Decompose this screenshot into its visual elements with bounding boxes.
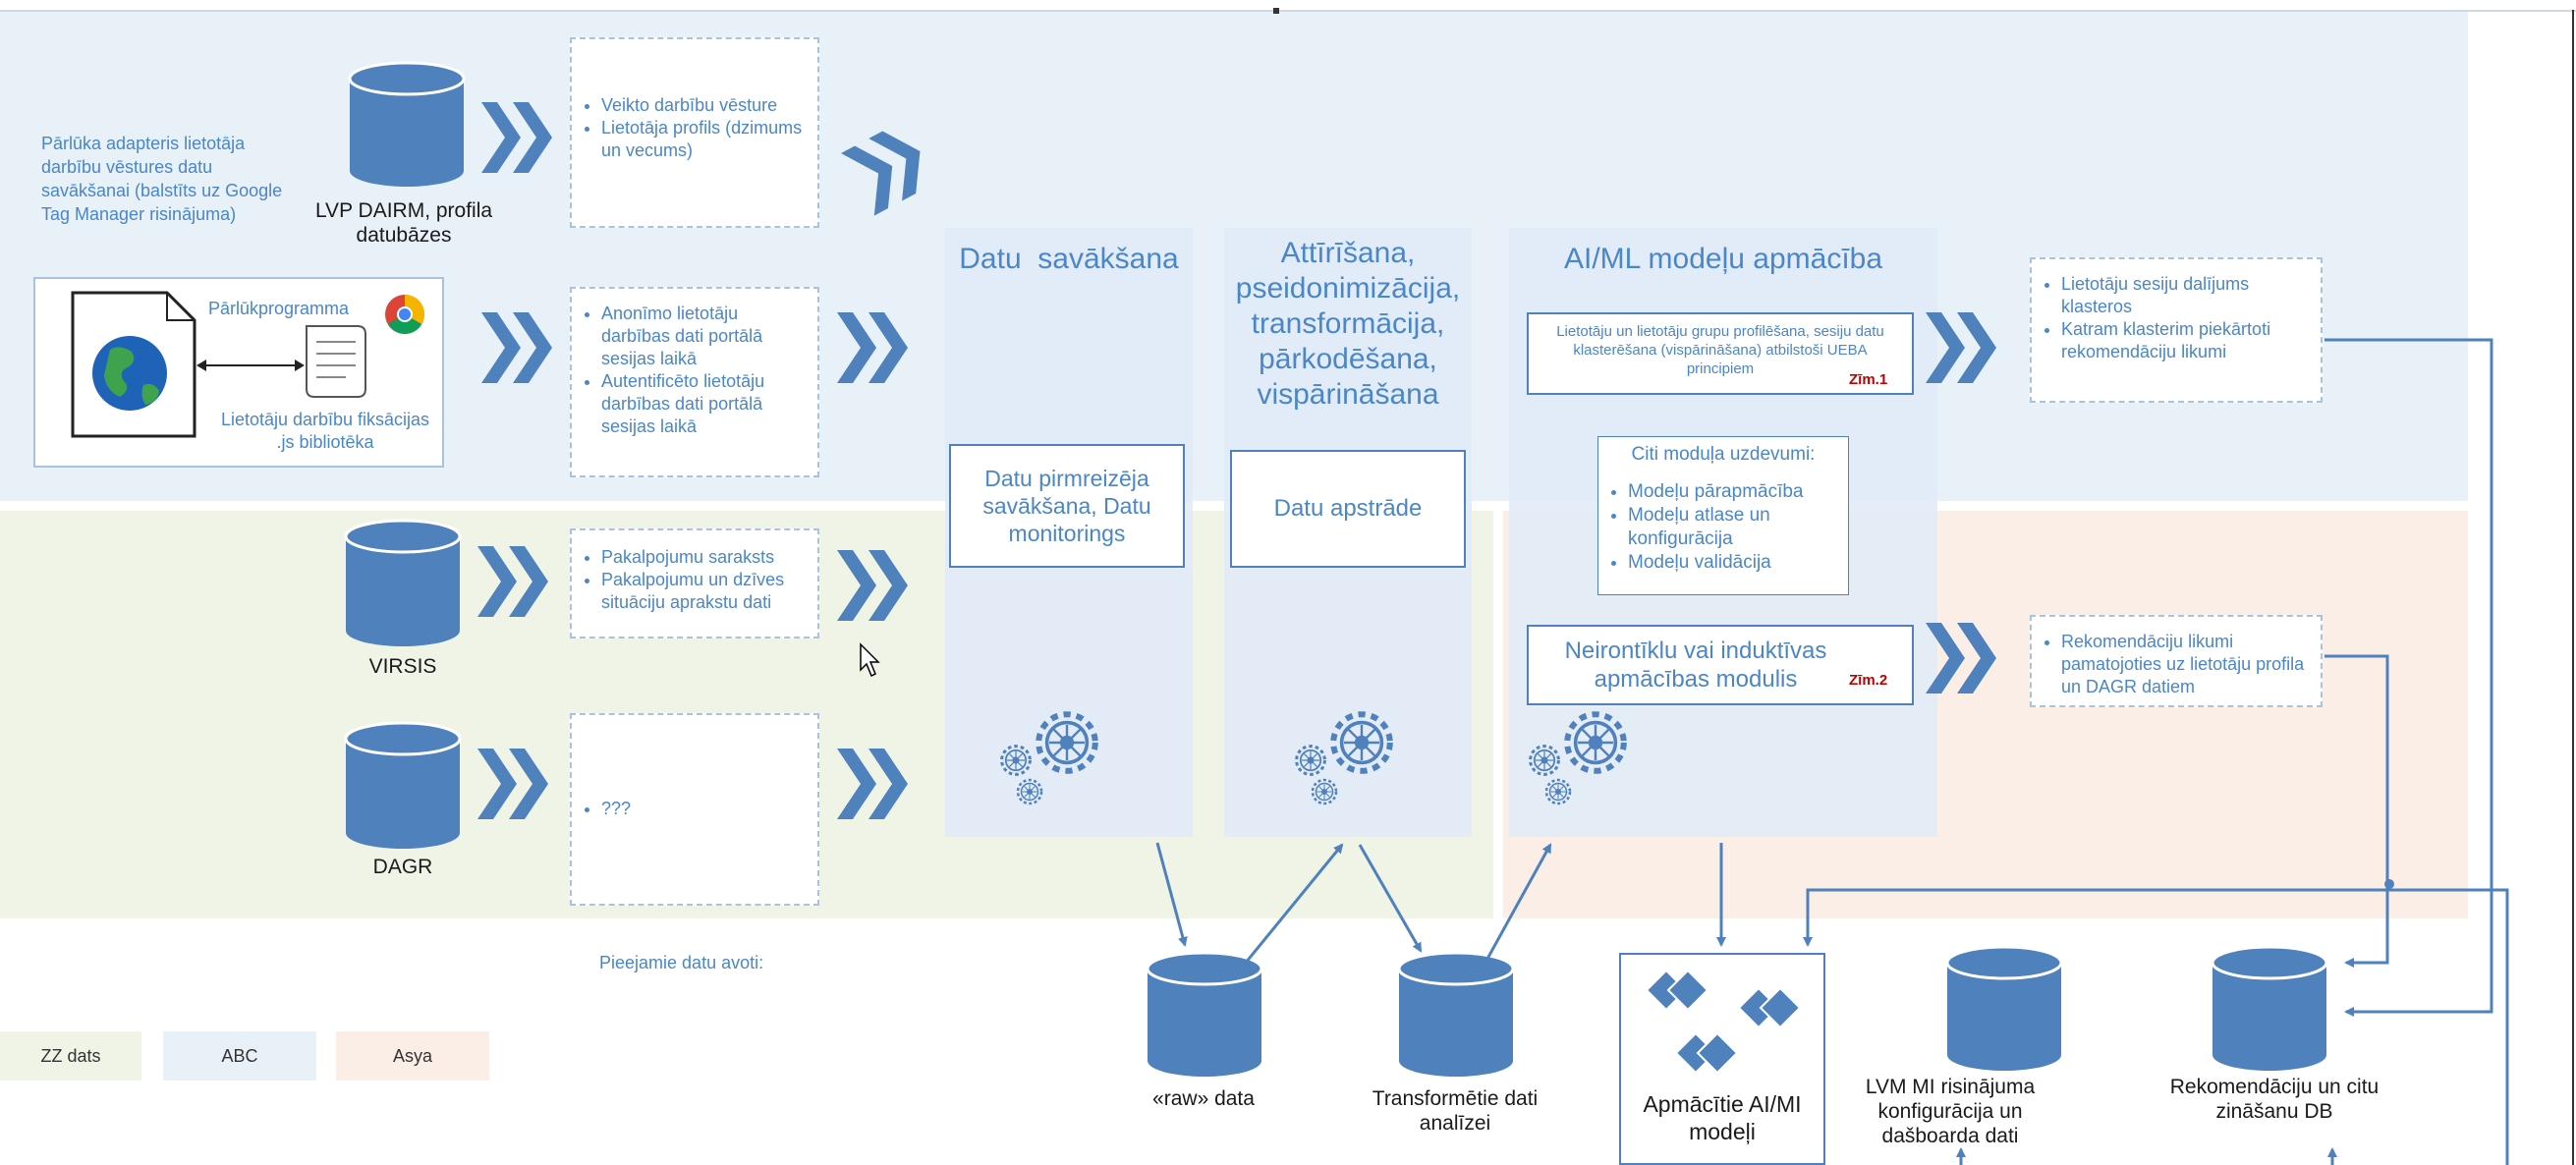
chrome-icon <box>385 295 424 334</box>
globe-icon <box>92 336 167 411</box>
output-item: Katram klasterim piekārtoti rekomendācij… <box>2061 318 2311 363</box>
script-file-icon <box>306 325 366 398</box>
legend-item-green: ZZ dats <box>0 1031 141 1081</box>
legend-item-orange: Asya <box>336 1031 489 1081</box>
arrow-double-icon <box>196 360 305 371</box>
database-icon-lvm <box>1945 945 2063 1071</box>
browser-label: Pārlūkprogramma <box>208 299 350 318</box>
cursor-icon <box>860 642 880 678</box>
chevron-icon <box>1926 312 1996 383</box>
db-label-reco: Rekomendāciju un citu zināšanu DB <box>2169 1076 2380 1123</box>
ml-box-neural: Neirontīklu vai induktīvas apmācības mod… <box>1527 625 1914 705</box>
ml-box-profiling-text: Lietotāju un lietotāju grupu profilēšana… <box>1556 322 1884 377</box>
ml-title: AI/ML modeļu apmācība <box>1563 243 1883 275</box>
ml-tasks-title: Citi moduļa uzdevumi: <box>1631 444 1816 465</box>
chevron-icon <box>481 312 552 383</box>
database-icon-raw <box>1146 951 1263 1077</box>
database-icon-virsis <box>344 519 462 646</box>
db-label-raw: «raw» data <box>1152 1087 1255 1110</box>
data-box-item: Autentificēto lietotāju darbības dati po… <box>601 370 808 438</box>
junction-dot <box>2384 879 2394 889</box>
output-box-clusters: Lietotāju sesiju dalījums klasteros Katr… <box>2030 257 2323 403</box>
data-box-browser: Anonīmo lietotāju darbības dati portālā … <box>570 287 819 477</box>
chevron-icon <box>477 546 548 617</box>
database-icon-transformed <box>1397 951 1515 1077</box>
process-box-text: Datu apstrāde <box>1273 495 1423 522</box>
top-handle[interactable] <box>1273 8 1279 14</box>
js-lib-label: Lietotāju darbību fiksācijas .js bibliot… <box>220 410 430 452</box>
chevron-icon <box>1926 623 1996 693</box>
legend-item-blue: ABC <box>163 1031 316 1081</box>
collect-title: Datu savākšana <box>959 243 1179 275</box>
gears-icon <box>1529 714 1624 805</box>
database-icon-dagr <box>344 721 462 849</box>
top-border <box>0 10 2576 12</box>
data-box-lvp: Veikto darbību vēsture Lietotāja profils… <box>570 37 819 228</box>
data-box-item: Pakalpojumu un dzīves situāciju aprakstu… <box>601 569 808 614</box>
output-item: Rekomendāciju likumi pamatojoties uz lie… <box>2061 631 2311 698</box>
virsis-label: VIRSIS <box>368 655 437 678</box>
right-border <box>2572 10 2574 1165</box>
chevron-icon <box>841 120 937 216</box>
ml-box-neural-tag: Zīm.2 <box>1849 672 1888 689</box>
process-box: Datu apstrāde <box>1230 450 1466 568</box>
model-diamond-icon <box>1645 969 1802 1075</box>
process-title: Attīrīšana, pseidonimizācija, transformā… <box>1235 237 1461 411</box>
data-box-item: Lietotāja profils (dzimums un vecums) <box>601 117 808 162</box>
collect-box-text: Datu pirmreizēja savākšana, Datu monitor… <box>982 466 1151 546</box>
available-sources-label: Pieejamie datu avoti: <box>599 953 764 972</box>
gears-icon <box>1295 714 1390 805</box>
collect-box: Datu pirmreizēja savākšana, Datu monitor… <box>949 444 1185 568</box>
output-box-rules: Rekomendāciju likumi pamatojoties uz lie… <box>2030 615 2323 707</box>
ml-box-profiling: Lietotāju un lietotāju grupu profilēšana… <box>1527 312 1914 395</box>
chevron-icon <box>837 312 908 383</box>
db-label-lvm: LVM MI risinājuma konfigurācija un dašbo… <box>1865 1076 2036 1147</box>
ml-box-profiling-tag: Zīm.1 <box>1849 371 1888 388</box>
db-label-transformed: Transformētie dati analīzei <box>1372 1087 1539 1135</box>
ml-task-item: Modeļu validācija <box>1628 551 1840 575</box>
data-box-dagr: ??? <box>570 713 819 906</box>
data-box-item: Anonīmo lietotāju darbības dati portālā … <box>601 303 808 370</box>
db-label-trained: Apmācītie AI/MI modeļi <box>1643 1091 1802 1144</box>
database-icon-lvp <box>348 61 466 187</box>
dagr-label: DAGR <box>372 856 433 878</box>
adapter-note: Pārlūka adapteris lietotāja darbību vēst… <box>41 134 283 224</box>
data-box-virsis: Pakalpojumu saraksts Pakalpojumu un dzīv… <box>570 528 819 638</box>
ml-task-item: Modeļu atlase un konfigurācija <box>1628 504 1840 551</box>
gears-icon <box>1000 714 1095 805</box>
data-box-item: Pakalpojumu saraksts <box>601 546 808 569</box>
ml-box-neural-text: Neirontīklu vai induktīvas apmācības mod… <box>1564 638 1827 693</box>
output-item: Lietotāju sesiju dalījums klasteros <box>2061 273 2311 318</box>
data-box-item: Veikto darbību vēsture <box>601 94 808 117</box>
flow-arrows <box>1155 338 2509 1165</box>
chevron-icon <box>837 550 908 621</box>
chevron-icon <box>837 749 908 819</box>
data-box-item: ??? <box>601 798 808 820</box>
ml-task-item: Modeļu pārapmācība <box>1628 480 1840 504</box>
chevron-icon <box>477 749 548 819</box>
chevron-icon <box>481 102 552 173</box>
lvp-label: LVP DAIRM, profila datubāzes <box>314 199 493 247</box>
database-icon-reco <box>2211 945 2328 1071</box>
ml-tasks-box: Citi moduļa uzdevumi: Modeļu pārapmācība… <box>1597 436 1849 595</box>
